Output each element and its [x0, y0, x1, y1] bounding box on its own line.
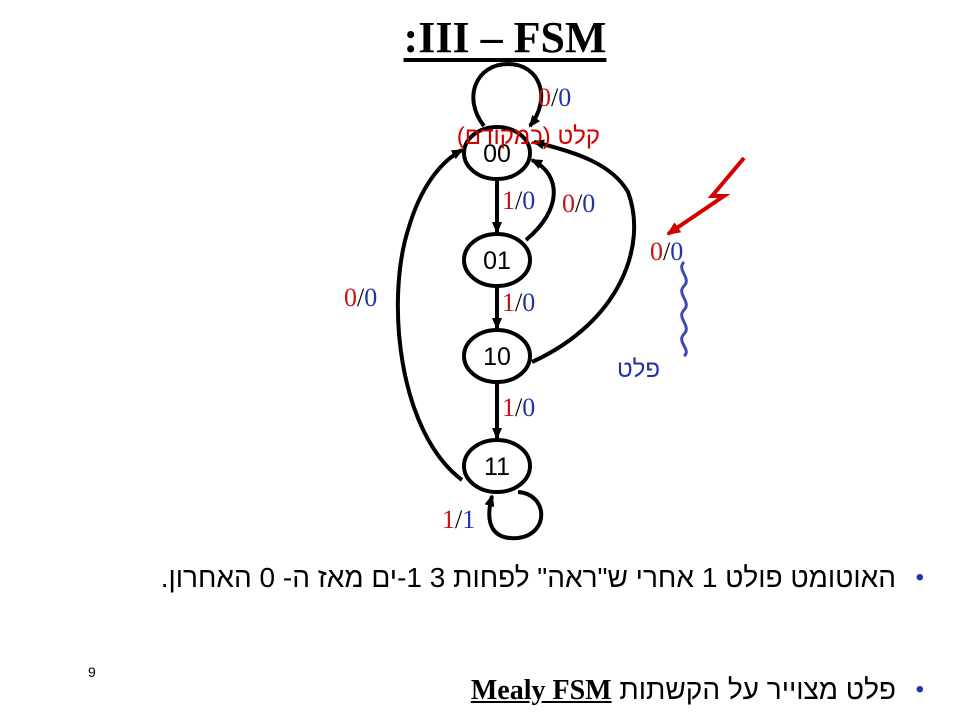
- state-00-label: 00: [483, 140, 511, 168]
- label-11-00: 0/0: [344, 283, 377, 312]
- state-01-label: 01: [483, 247, 511, 275]
- state-01: 01: [462, 232, 532, 288]
- bullet-description: האוטומט פולט 1 אחרי ש"ראה" לפחות 3 1-ים …: [16, 560, 924, 596]
- lightning-arrow-icon: [666, 156, 746, 236]
- state-10-label: 10: [483, 343, 511, 371]
- edge-11-00: [395, 148, 464, 482]
- page-number: 9: [88, 664, 96, 680]
- label-10-11: 1/0: [502, 393, 535, 422]
- label-01-00: 0/0: [562, 189, 595, 218]
- state-10: 10: [462, 328, 532, 384]
- slide-title: :III – FSM: [403, 13, 607, 62]
- label-10-00: 0/0: [650, 237, 683, 266]
- label-self-11: 1/1: [442, 505, 475, 534]
- edge-self-11: [484, 490, 544, 541]
- mealy-fsm-term: Mealy FSM: [470, 675, 612, 706]
- label-01-10: 1/0: [502, 288, 535, 317]
- bullet-mealy-text: פלט מצוייר על הקשתות: [611, 674, 896, 705]
- label-00-01: 1/0: [502, 186, 535, 215]
- state-00: 00: [462, 125, 532, 181]
- state-11: 11: [462, 438, 532, 494]
- edge-self-00: [471, 61, 544, 128]
- state-11-label: 11: [484, 453, 510, 481]
- input-annotation: קלט (כמקודם): [457, 123, 600, 150]
- bullet-mealy: פלט מצוייר על הקשתות Mealy FSM: [16, 672, 924, 709]
- output-annotation: פלט: [617, 356, 660, 383]
- edge-01-00: [524, 158, 556, 242]
- label-self-00: 0/0: [538, 83, 571, 112]
- squiggle-output-icon: [680, 260, 688, 358]
- edge-10-00: [531, 139, 637, 364]
